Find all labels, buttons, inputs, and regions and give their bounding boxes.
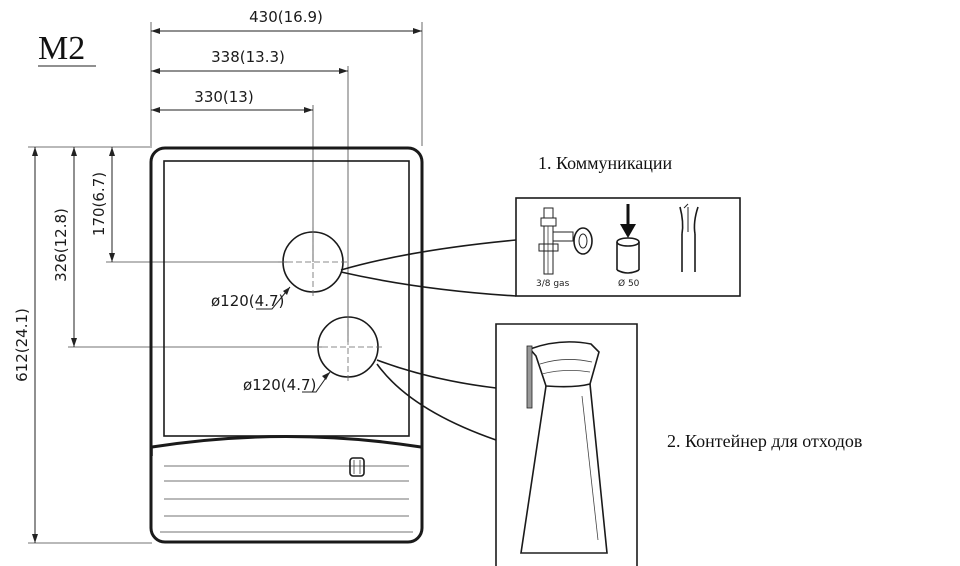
communications-detail-box	[515, 197, 741, 297]
arrow-head	[32, 147, 38, 156]
callout-wedge-bottom	[376, 363, 497, 441]
dimension-width-small: 330(13)	[194, 88, 253, 106]
callout-wedge-top	[376, 359, 497, 389]
height-dimensions: 612(24.1) 326(12.8) 170(6.7)	[13, 146, 322, 544]
arrow-head	[151, 68, 160, 74]
arrow-head	[151, 107, 160, 113]
arrow-head	[339, 68, 348, 74]
arrow-head	[322, 372, 330, 380]
arrow-head	[283, 287, 290, 295]
callout-waste-container: 2. Контейнер для отходов	[376, 323, 862, 566]
width-dimensions: 430(16.9) 338(13.3) 330(13)	[150, 8, 423, 342]
callout-communications: 1. Коммуникации 3/8 gas Ø 50	[340, 153, 741, 297]
arrow-head	[151, 28, 160, 34]
communications-label: 1. Коммуникации	[538, 153, 673, 173]
dimension-height-total: 612(24.1)	[13, 308, 31, 382]
cabinet-band-curve	[151, 435, 422, 449]
waste-container-icon	[520, 341, 608, 554]
arrow-head	[109, 253, 115, 262]
arrow-head	[71, 338, 77, 347]
gas-label: 3/8 gas	[536, 279, 570, 289]
model-label: M2	[38, 30, 96, 67]
dimension-height-small: 170(6.7)	[90, 172, 108, 236]
gas-valve-icon	[538, 207, 593, 275]
dimension-height-mid: 326(12.8)	[52, 208, 70, 282]
dimension-width-mid: 338(13.3)	[211, 48, 285, 66]
dimension-width-total: 430(16.9)	[249, 8, 323, 26]
drain-label: Ø 50	[618, 278, 640, 289]
arrow-head	[109, 147, 115, 156]
hole-lower-label: ø120(4.7)	[243, 376, 316, 394]
leader-line	[256, 286, 291, 310]
knob-icon	[349, 457, 365, 477]
callout-wedge-bottom	[340, 271, 517, 297]
arrow-head	[71, 147, 77, 156]
hole-upper-label: ø120(4.7)	[211, 292, 284, 310]
waste-container-label: 2. Контейнер для отходов	[667, 431, 862, 451]
arrow-head	[413, 28, 422, 34]
waste-detail-box	[495, 323, 638, 566]
cabinet-inner-panel	[163, 160, 410, 437]
cabinet-body	[149, 146, 424, 544]
svg-text:M2: M2	[38, 30, 85, 67]
hole-lower: ø120(4.7)	[243, 312, 383, 394]
callout-wedge-top	[340, 239, 517, 271]
arrow-head	[32, 534, 38, 543]
power-cable-icon	[679, 203, 699, 272]
arrow-head	[304, 107, 313, 113]
hole-upper: ø120(4.7)	[211, 227, 348, 310]
drain-arrow-icon	[616, 204, 640, 274]
cabinet-outline	[149, 146, 424, 544]
